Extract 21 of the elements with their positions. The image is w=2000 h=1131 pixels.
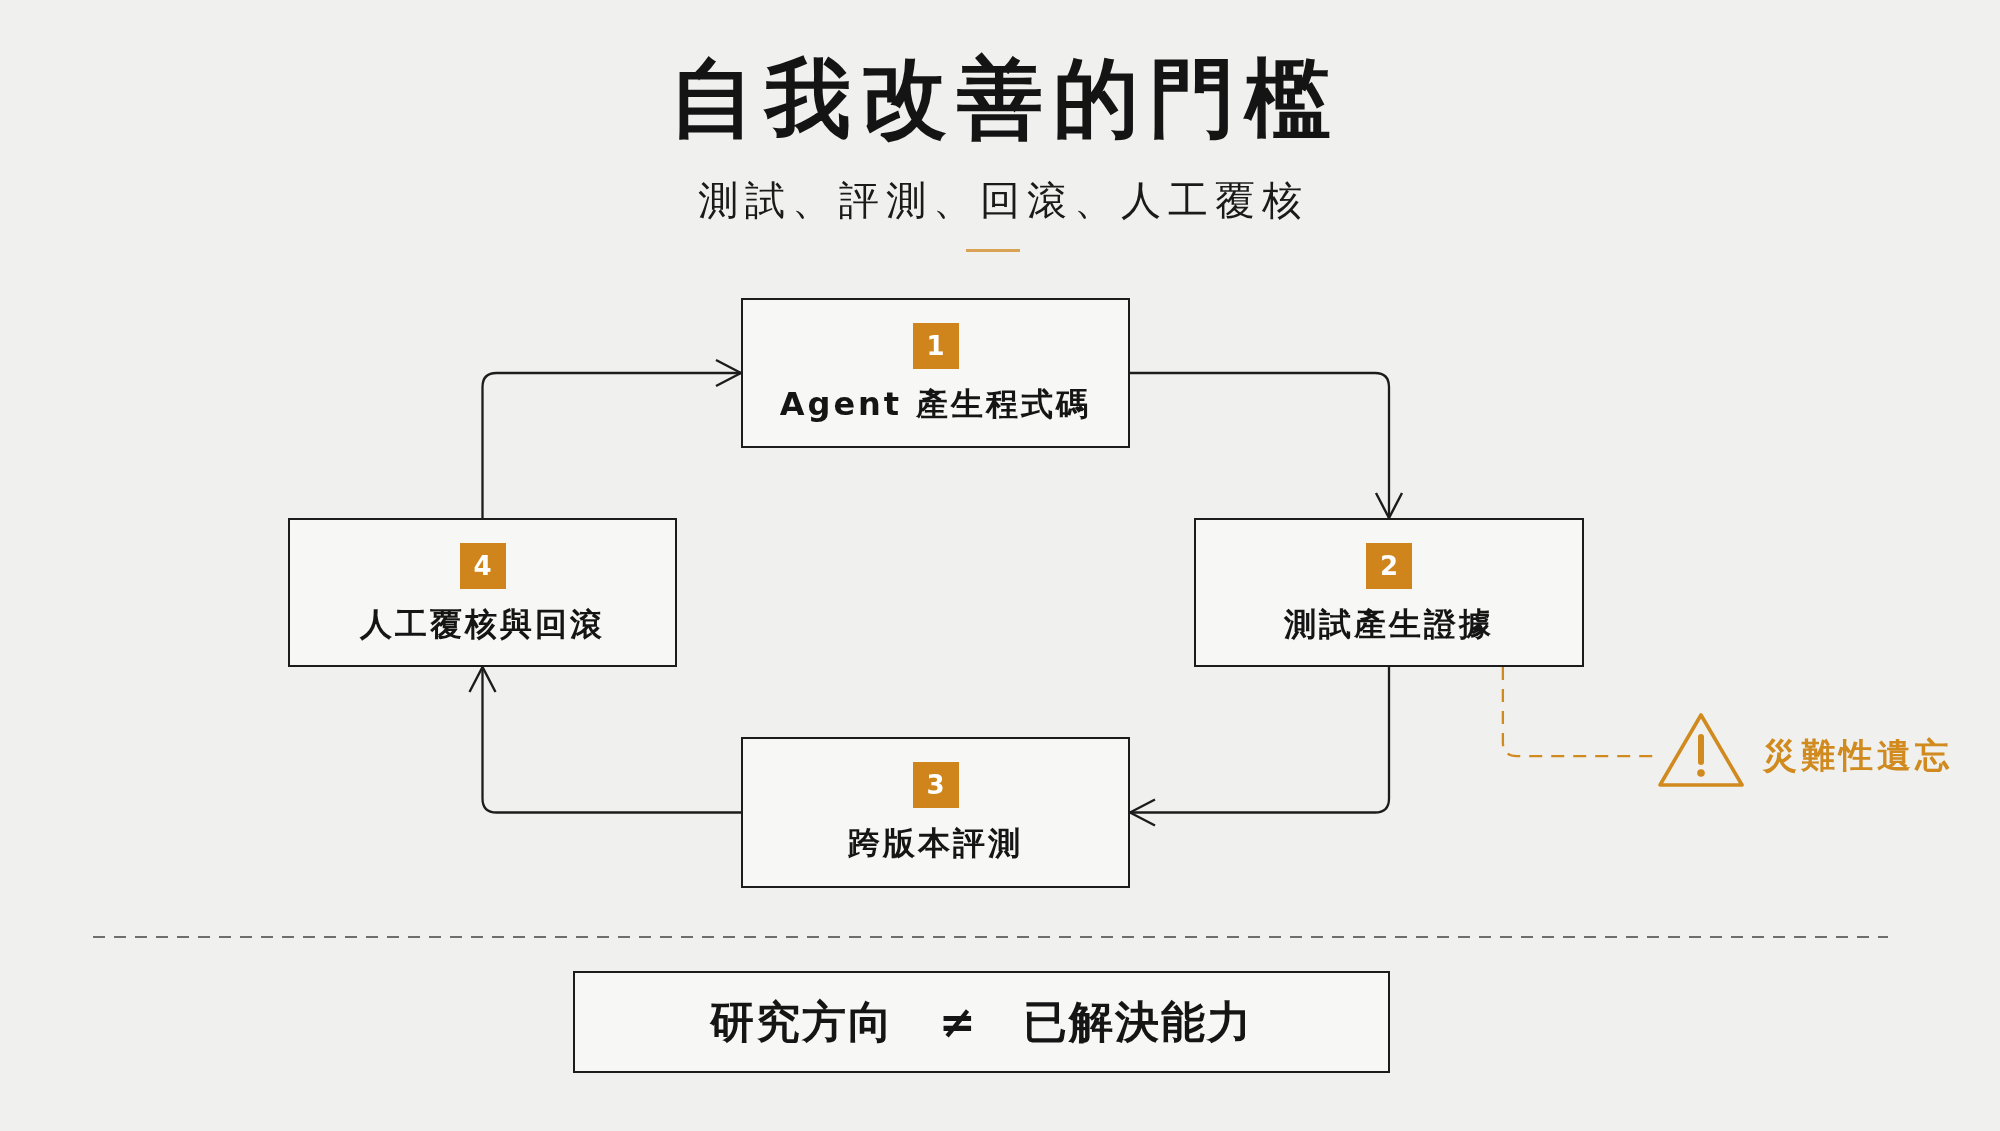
step-box <box>288 518 677 667</box>
step-box <box>1194 518 1584 667</box>
step-box <box>741 737 1130 888</box>
warning-text: 災難性遺忘 <box>1763 734 1953 777</box>
step-number: 4 <box>459 543 506 589</box>
arrow <box>481 358 743 518</box>
step-label: Agent 產生程式碼 <box>779 384 1092 424</box>
arrow <box>1130 371 1404 520</box>
step-box <box>741 298 1130 448</box>
arrow <box>468 665 741 814</box>
step-label: 跨版本評測 <box>848 823 1023 863</box>
warning-icon <box>1657 712 1745 788</box>
step-label: 測試產生證據 <box>1284 604 1494 644</box>
title: 自我改善的門檻 <box>668 50 1341 146</box>
step-number: 2 <box>1366 543 1412 589</box>
statement-box <box>573 971 1390 1073</box>
subtitle: 測試、評測、回滾、人工覆核 <box>697 176 1309 224</box>
step-number: 1 <box>912 323 959 369</box>
step-label: 人工覆核與回滾 <box>360 604 605 644</box>
step-number: 3 <box>912 762 959 808</box>
statement-text: 研究方向 ≠ 已解決能力 <box>709 995 1254 1049</box>
